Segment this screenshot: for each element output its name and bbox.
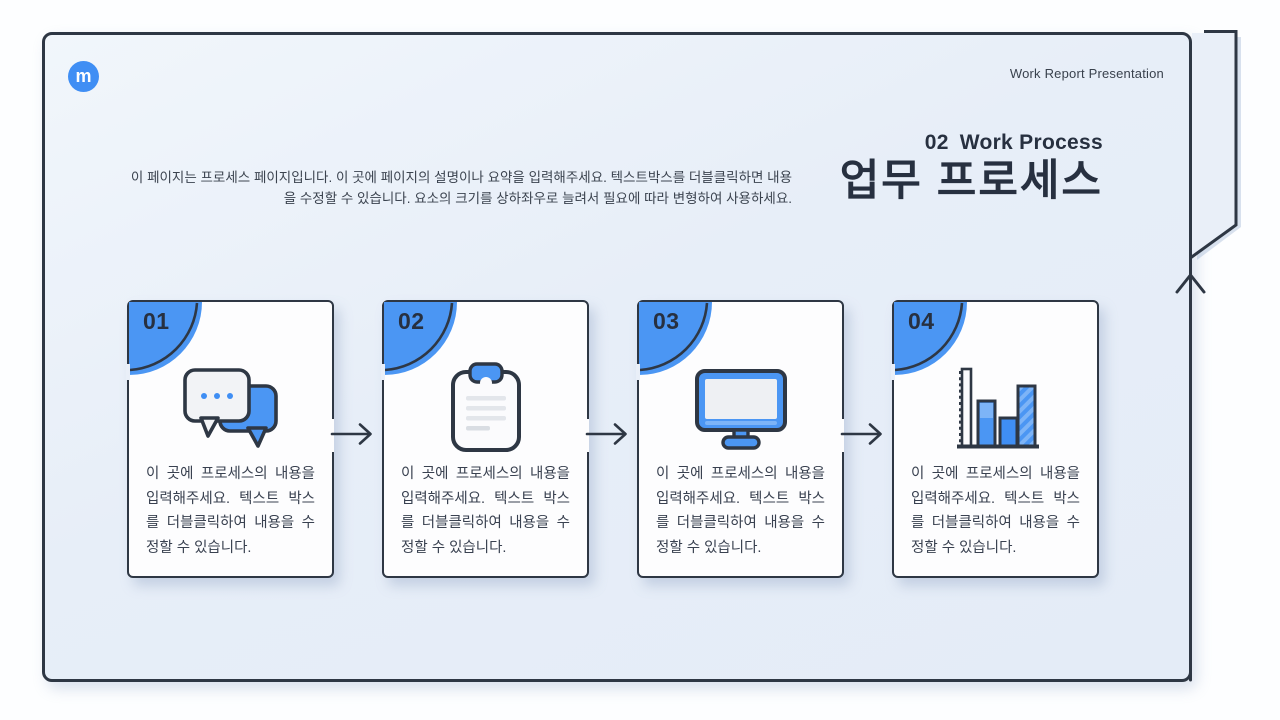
section-number: 02 [924, 131, 949, 154]
step-number: 03 [653, 308, 680, 334]
border-gap [635, 364, 640, 380]
brand-logo-letter: m [75, 66, 92, 86]
step-number: 01 [143, 308, 170, 334]
corner-fan-shape [384, 302, 457, 375]
step-text: 이 곳에 프로세스의 내용을 입력해주세요. 텍스트 박스를 더블클릭하여 내용… [656, 466, 825, 556]
monitor-icon [639, 356, 842, 460]
step-number: 04 [908, 308, 935, 334]
corner-fan-shape [639, 302, 712, 375]
corner-fan-shape [129, 302, 202, 375]
border-gap [125, 364, 130, 380]
chat-bubbles-icon [129, 356, 332, 460]
flow-arrow-right-icon [585, 423, 627, 445]
clipboard-icon [384, 356, 587, 460]
step-text: 이 곳에 프로세스의 내용을 입력해주세요. 텍스트 박스를 더블클릭하여 내용… [146, 466, 315, 556]
step-number: 02 [398, 308, 425, 334]
process-card-3: 03 이 곳에 프로세스의 내용을 입력해주세요. 텍스트 박스를 더블클릭하여… [635, 300, 844, 578]
brand-logo: m [68, 61, 99, 92]
page-description: 이 페이지는 프로세스 페이지입니다. 이 곳에 페이지의 설명이나 요약을 입… [130, 170, 792, 206]
process-card-2: 02 이 곳에 프로세스의 내용을 입력해주세요. 텍스트 박스를 더블클릭하여… [380, 300, 589, 578]
border-gap [890, 364, 895, 380]
border-gap [380, 364, 385, 380]
ribbon-bookmark [1190, 30, 1241, 260]
step-text: 이 곳에 프로세스의 내용을 입력해주세요. 텍스트 박스를 더블클릭하여 내용… [401, 466, 570, 556]
flow-arrow-right-icon [840, 423, 882, 445]
border-gap [328, 419, 334, 452]
corner-fan-shape [894, 302, 967, 375]
process-card-1: 01 이 곳에 프로세스의 내용을 입력해주세요. 텍스트 박스를 더블클릭하여… [125, 300, 334, 578]
border-gap [838, 419, 844, 452]
header-label: Work Report Presentation [1009, 66, 1164, 81]
page-title: 업무 프로세스 [839, 157, 1103, 205]
step-text: 이 곳에 프로세스의 내용을 입력해주세요. 텍스트 박스를 더블클릭하여 내용… [911, 466, 1080, 556]
flow-arrow-right-icon [330, 423, 372, 445]
section-eyebrow: 02 Work Process [925, 131, 1103, 155]
title-block: 02 Work Process 업무 프로세스 [840, 131, 1103, 205]
bar-chart-icon [894, 356, 1097, 460]
section-label: Work Process [959, 131, 1103, 154]
process-card-4: 04 이 곳에 프로세스의 내용을 입력해주세요. 텍스트 박스를 더블클릭하여… [890, 300, 1099, 578]
border-gap [583, 419, 589, 452]
